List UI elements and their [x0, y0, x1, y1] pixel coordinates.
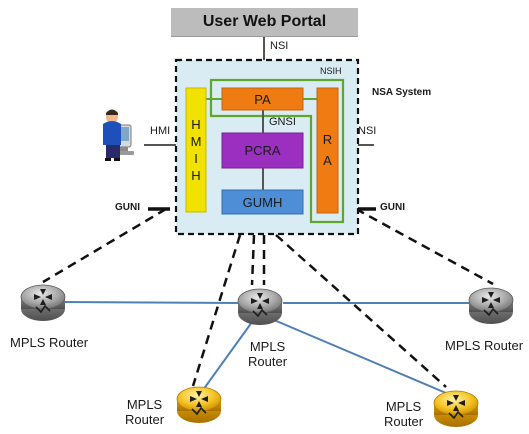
nsa-system-label: NSA System: [372, 87, 432, 98]
router-left-label: MPLS Router: [10, 335, 88, 350]
router-label-line: MPLS: [249, 339, 286, 354]
pa-module-label: PA: [254, 91, 271, 107]
user-at-computer-icon: [103, 109, 134, 161]
ra-letter: A: [323, 152, 332, 168]
router-center-icon: [237, 288, 283, 325]
router-label-line: MPLS: [385, 399, 422, 414]
gumh-module: [221, 189, 304, 215]
hmih-letter: I: [194, 151, 198, 166]
pcra-module-label: PCRA: [244, 143, 281, 158]
router-right-label: MPLS Router: [445, 338, 523, 353]
hmih-letter: H: [191, 168, 201, 184]
pcra-module: [221, 132, 304, 169]
gumh-module-label: GUMH: [242, 194, 283, 210]
router-bottom-left-icon: [176, 386, 222, 423]
dash-guni-right: [355, 207, 494, 286]
router-label-line: MPLS Router: [445, 338, 524, 353]
nsih-label: NSIH: [320, 66, 342, 76]
hmih-module-label: H M I H: [186, 88, 206, 212]
dash-to-center-a: [250, 234, 256, 286]
router-label-line: Router: [125, 412, 165, 428]
nsih-outline: [209, 78, 345, 224]
guni-right-label: GUNI: [380, 202, 405, 213]
hmih-module: [185, 87, 207, 213]
link-left-center: [59, 301, 239, 304]
hmi-label: HMI: [150, 125, 171, 137]
dash-to-bottomleft: [191, 234, 242, 387]
dash-to-bottomright: [275, 234, 447, 388]
ra-module: [316, 87, 339, 214]
pa-module: [221, 87, 304, 111]
nsi-top-label: NSI: [270, 40, 289, 52]
router-label-line: Router: [248, 354, 288, 370]
router-right-icon: [468, 287, 514, 324]
router-links: [59, 301, 470, 394]
hmih-letter: M: [190, 133, 202, 149]
dash-guni-left: [42, 207, 167, 284]
router-label-line: MPLS: [126, 397, 163, 412]
router-label-line: Router: [384, 414, 424, 430]
guni-left-label: GUNI: [115, 202, 140, 213]
router-bottom-right-icon: [433, 390, 479, 427]
ra-letter: R: [322, 131, 333, 147]
router-label-line: MPLS Router: [10, 335, 89, 350]
link-center-bottomright: [273, 319, 447, 394]
link-center-bottomleft: [202, 321, 253, 391]
router-bottom-left-label: MPLS Router: [125, 397, 164, 428]
ra-module-label: R A: [317, 88, 338, 213]
gnsi-label: GNSI: [269, 116, 296, 128]
router-bottom-right-label: MPLS Router: [384, 399, 423, 430]
router-left-icon: [20, 284, 66, 321]
router-center-label: MPLS Router: [248, 339, 287, 370]
nsi-right-label: NSI: [358, 125, 377, 137]
control-lines: [42, 207, 494, 388]
user-web-portal: User Web Portal: [171, 8, 358, 37]
hmih-letter: H: [191, 116, 201, 132]
